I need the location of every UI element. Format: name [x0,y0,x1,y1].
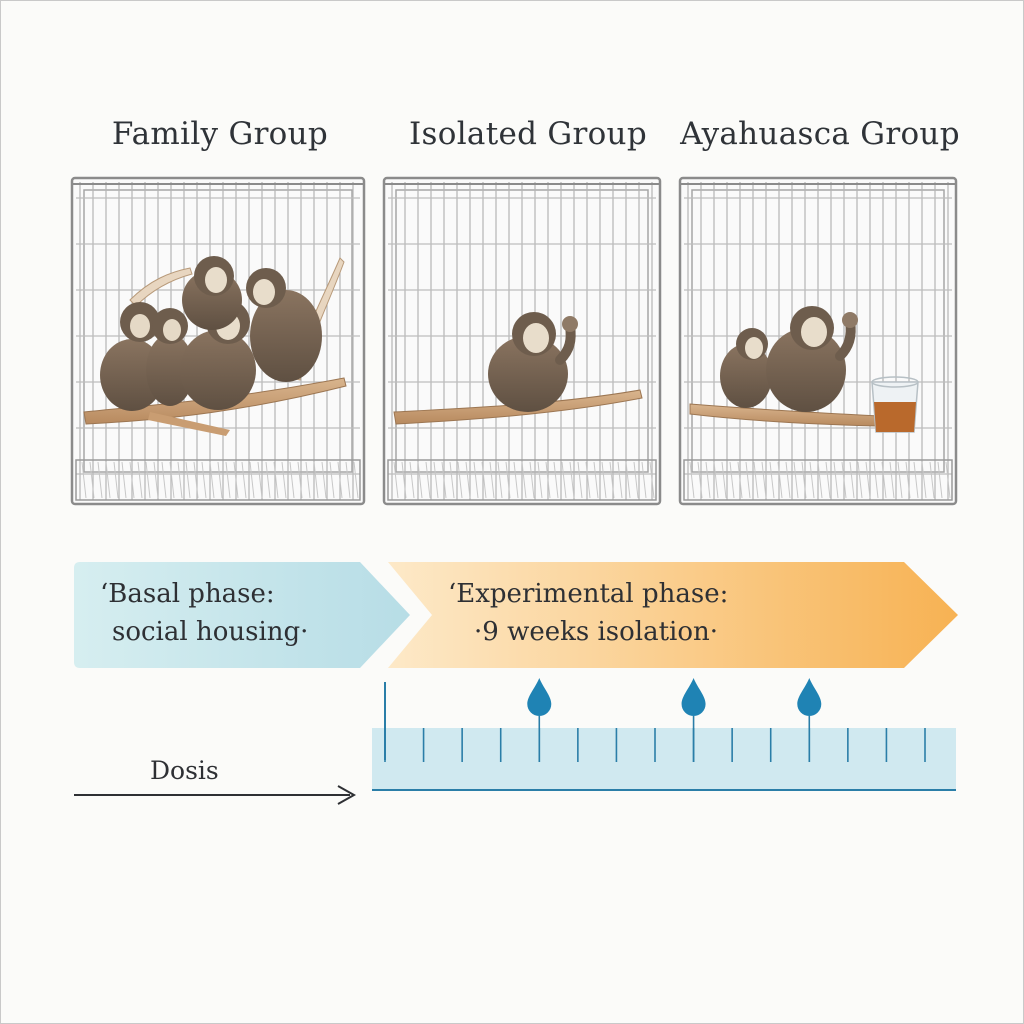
ayahuasca-cup-icon [871,376,919,433]
dose-drop-icon [797,678,822,762]
isolated-group-title: Isolated Group [409,116,647,152]
basal-phase-title: ʻBasal phase: [100,579,275,609]
dosis-label: Dosis [150,756,219,785]
timeline-band [372,728,956,790]
family-group-title: Family Group [111,116,329,152]
ayahuasca-monkeys [720,306,858,412]
dosis-arrow [74,785,357,805]
family-monkeys [100,256,322,411]
basal-phase-subtitle: social housing· [112,617,309,647]
isolated-monkey [488,312,578,412]
experimental-phase-subtitle: ·9 weeks isolation· [474,617,719,647]
ayahuasca-group-title: Ayahuasca Group [680,116,960,152]
basal-phase-arrow [74,562,410,668]
experimental-phase-title: ʻExperimental phase: [448,579,729,609]
dose-drop-icon [681,678,706,762]
experimental-phase-arrow [388,562,958,668]
dose-drop-icon [527,678,552,762]
cages-illustration [70,176,958,506]
